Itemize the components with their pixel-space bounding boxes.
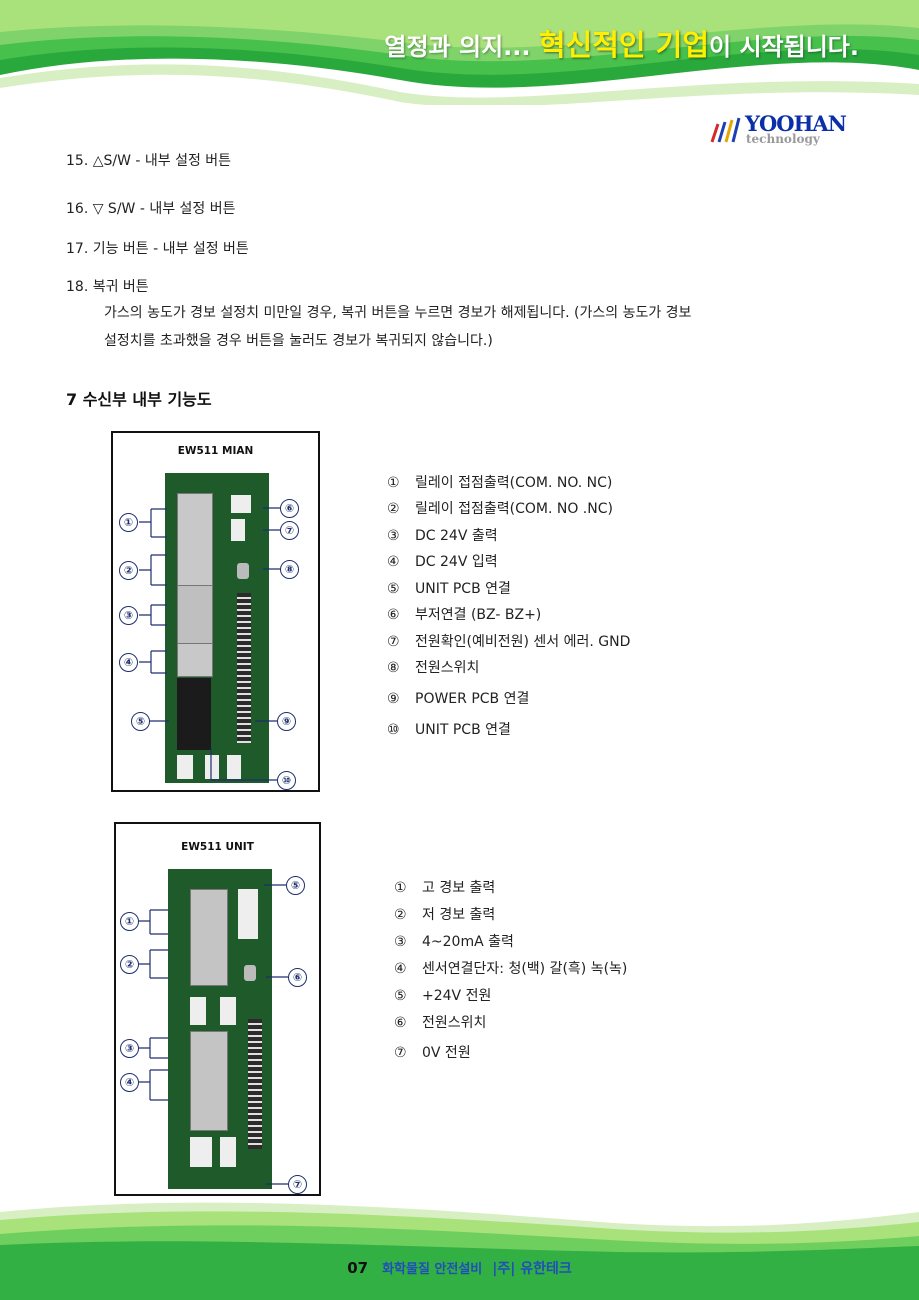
company-logo: YOOHAN technology — [708, 111, 853, 152]
footer-wave-graphic — [0, 1202, 919, 1300]
unit-callout-3: ③ — [120, 1039, 139, 1058]
unit-callout-5: ⑤ — [286, 876, 305, 895]
unit-callout-1: ① — [120, 912, 139, 931]
sensor-connector — [190, 1137, 212, 1167]
main-board-photo: EW511 MIAN ① ② ③ ④ ⑤ ⑥ ⑦ ⑧ ⑨ ⑩ — [111, 431, 320, 792]
item-17: 17. 기능 버튼 - 내부 설정 버튼 — [66, 241, 249, 257]
footer-text-b: |주| 유한테크 — [492, 1261, 572, 1277]
footer: 07 화학물질 안전설비 |주| 유한테크 — [0, 1258, 919, 1278]
logo-name: YOOHAN — [745, 111, 847, 136]
main-callout-1: ① — [119, 513, 138, 532]
unit-connector-a — [177, 755, 193, 779]
main-callout-9: ⑨ — [277, 712, 296, 731]
unit-callout-7: ⑦ — [288, 1175, 307, 1194]
alarm-terminal-block — [190, 889, 228, 986]
power-connector — [238, 889, 258, 939]
item-16: 16. ▽ S/W - 내부 설정 버튼 — [66, 201, 236, 217]
pin-header — [248, 1019, 262, 1149]
item-15: 15. △S/W - 내부 설정 버튼 — [66, 153, 232, 169]
status-connector — [231, 519, 245, 541]
main-callout-4: ④ — [119, 653, 138, 672]
main-callout-5: ⑤ — [131, 712, 150, 731]
power-switch — [237, 563, 249, 579]
main-pcb-board — [165, 473, 269, 783]
unit-pcb-board — [168, 869, 272, 1189]
section-title: 7 수신부 내부 기능도 — [66, 390, 212, 409]
header-wave-graphic — [0, 0, 919, 105]
dc-out-terminal — [177, 643, 213, 677]
logo-subtitle: technology — [746, 132, 820, 146]
unit-board-photo: EW511 UNIT ① ② ③ ④ ⑤ ⑥ ⑦ — [114, 822, 321, 1196]
pin-header — [237, 593, 251, 743]
main-callout-3: ③ — [119, 606, 138, 625]
dc-in-terminal — [177, 678, 211, 750]
unit-callout-2: ② — [120, 955, 139, 974]
item-18-description-line-2: 설정치를 초과했을 경우 버튼을 눌러도 경보가 복귀되지 않습니다.) — [104, 333, 493, 349]
slogan-highlight: 혁신적인 기업 — [538, 28, 710, 62]
main-callout-7: ⑦ — [280, 521, 299, 540]
relay-terminal-block-1 — [177, 493, 213, 587]
unit-board-label: EW511 UNIT — [181, 841, 254, 853]
main-callout-8: ⑧ — [280, 560, 299, 579]
header-slogan: 열정과 의지... 혁신적인 기업이 시작됩니다. — [384, 28, 859, 62]
sensor-terminal-block — [190, 1031, 228, 1131]
page-number: 07 — [347, 1259, 369, 1277]
low-alarm-connector — [220, 997, 236, 1025]
main-callout-2: ② — [119, 561, 138, 580]
unit-callout-4: ④ — [120, 1073, 139, 1092]
unit-connector-b — [205, 755, 219, 779]
power-switch — [244, 965, 256, 981]
main-callout-10: ⑩ — [277, 771, 296, 790]
main-callout-lines — [139, 507, 283, 781]
logo-stripes-icon — [710, 117, 741, 143]
item-18: 18. 복귀 버튼 — [66, 279, 149, 295]
item-18-description-line-1: 가스의 농도가 경보 설정치 미만일 경우, 복귀 버튼을 누르면 경보가 해제… — [104, 305, 692, 321]
main-callout-6: ⑥ — [280, 499, 299, 518]
main-board-label: EW511 MIAN — [177, 445, 254, 457]
output-connector — [220, 1137, 236, 1167]
unit-callout-lines — [138, 884, 288, 1185]
buzzer-connector — [231, 495, 251, 513]
footer-text-a: 화학물질 안전설비 — [382, 1262, 483, 1277]
unit-callout-6: ⑥ — [288, 968, 307, 987]
unit-legend-item: ⑤+24V 전원 — [394, 988, 492, 1004]
power-connector — [227, 755, 241, 779]
high-alarm-connector — [190, 997, 206, 1025]
